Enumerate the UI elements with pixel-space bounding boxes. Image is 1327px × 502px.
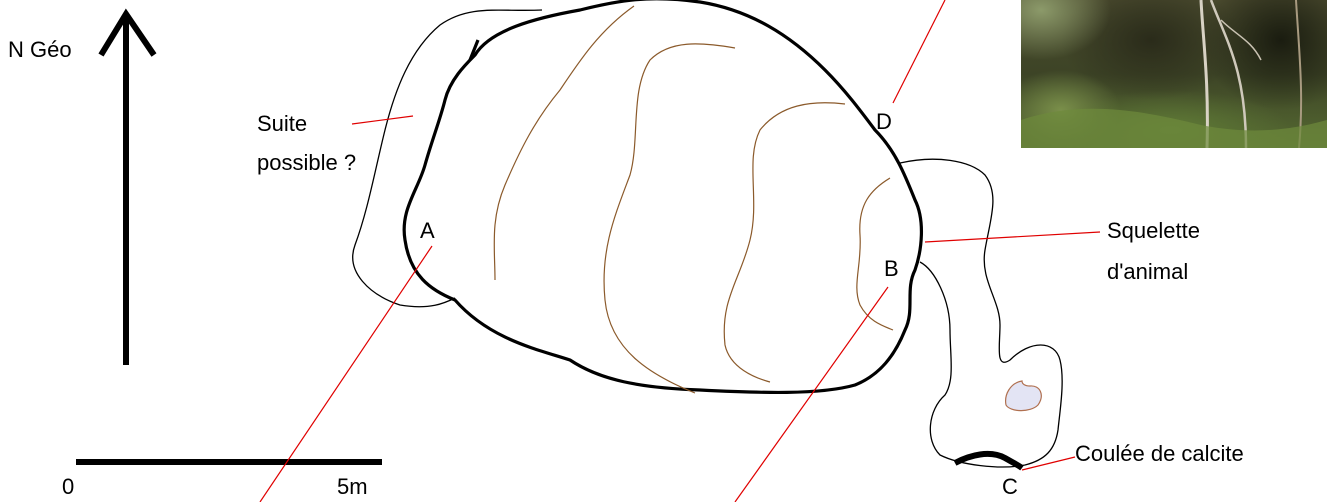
- cave-entrance-photo: [1021, 0, 1327, 148]
- leader-squelette: [924, 231, 1101, 243]
- leader-coulee: [1021, 456, 1076, 471]
- suite-possible-label-line2: possible ?: [257, 150, 357, 175]
- east-passage-outline: [899, 158, 1063, 468]
- scale-end-label: 5m: [337, 474, 368, 499]
- point-b-label: B: [884, 256, 899, 281]
- north-arrow-icon: [98, 8, 157, 365]
- section-line-b: [734, 286, 889, 502]
- main-chamber-wall: [402, 0, 924, 395]
- point-c-label: C: [1002, 474, 1018, 499]
- suite-possible-label-line1: Suite: [257, 111, 308, 136]
- point-a-label: A: [420, 218, 435, 243]
- squelette-label-line1: Squelette: [1107, 218, 1200, 243]
- leader-suite: [351, 115, 414, 125]
- outer-wall-outline: [352, 9, 543, 308]
- scale-start-label: 0: [62, 474, 75, 499]
- contour-lines: [493, 5, 894, 394]
- squelette-label-line2: d'animal: [1107, 259, 1189, 284]
- point-d-label: D: [876, 109, 892, 134]
- section-line-a: [259, 245, 433, 502]
- calcite-flow: [953, 450, 1024, 471]
- wall-break-mark: [468, 39, 480, 61]
- section-lines: [259, 0, 1101, 502]
- section-line-d: [892, 0, 946, 104]
- north-label: N Géo: [8, 37, 72, 62]
- pool: [1005, 380, 1042, 412]
- coulee-calcite-label: Coulée de calcite: [1075, 441, 1244, 466]
